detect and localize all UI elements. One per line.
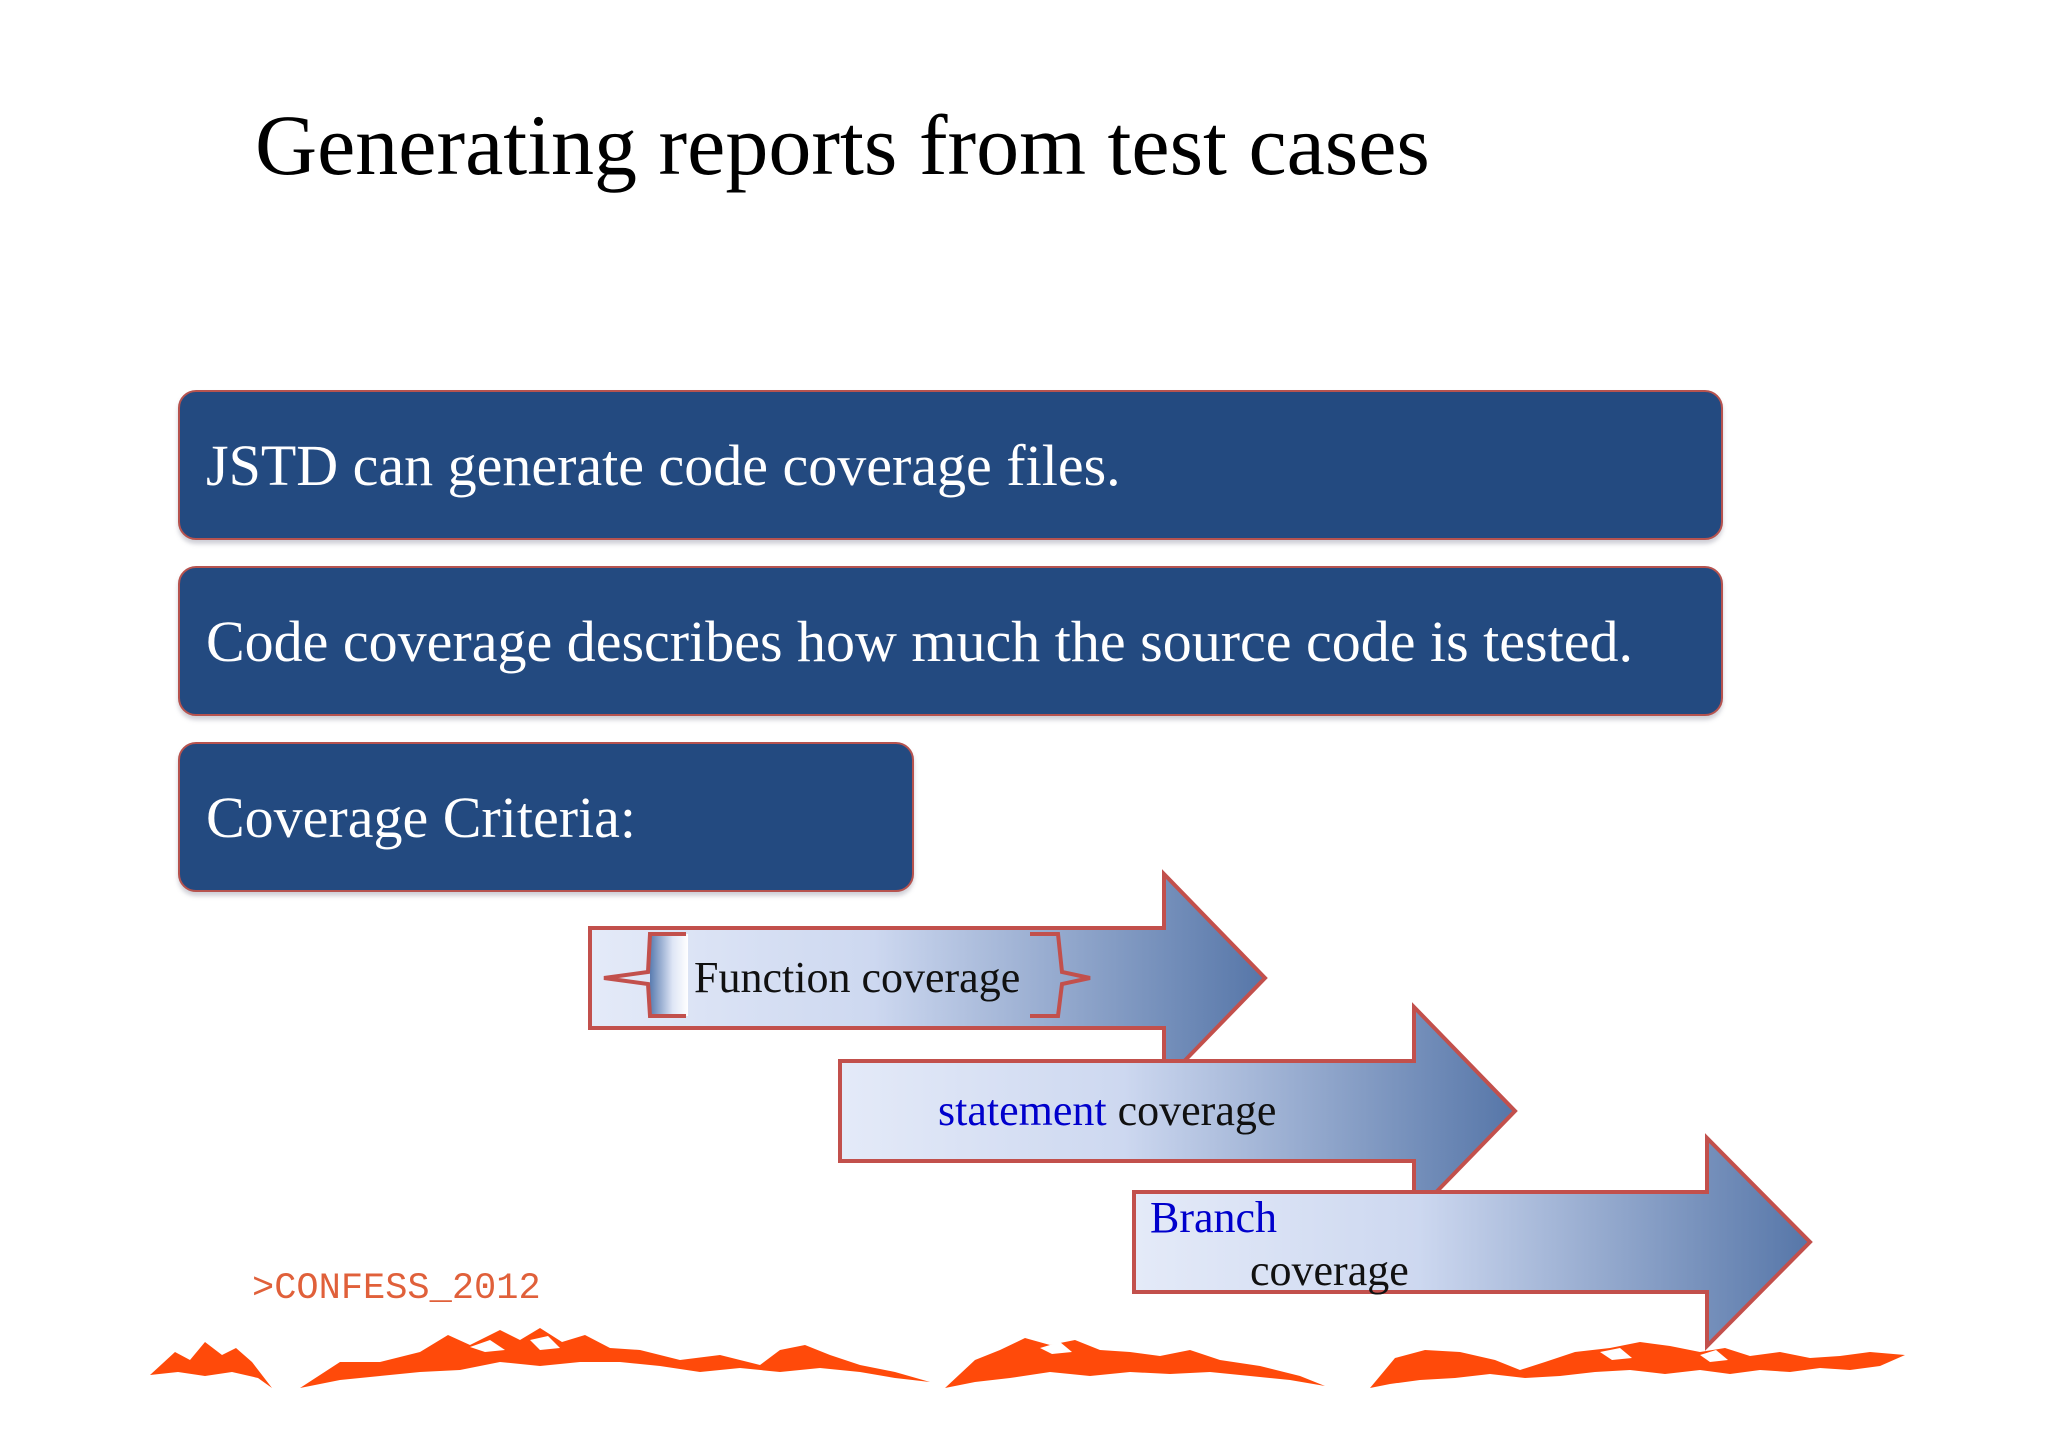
bullet-box-jstd: JSTD can generate code coverage files. — [178, 390, 1723, 540]
bullet-text: Code coverage describes how much the sou… — [206, 608, 1633, 674]
bullet-text: JSTD can generate code coverage files. — [206, 432, 1121, 498]
bullet-box-coverage-criteria: Coverage Criteria: — [178, 742, 914, 892]
statement-highlight: statement — [938, 1086, 1107, 1135]
bullet-text: Coverage Criteria: — [206, 784, 636, 850]
brace-decoration — [603, 932, 1091, 1018]
branch-highlight: Branch — [1150, 1193, 1278, 1242]
bullet-box-code-coverage: Code coverage describes how much the sou… — [178, 566, 1723, 716]
footer-conference-tag: >CONFESS_2012 — [252, 1268, 541, 1310]
statement-coverage-arrow — [838, 1002, 1518, 1220]
mountain-silhouettes — [150, 1328, 1905, 1388]
slide-title: Generating reports from test cases — [255, 97, 1430, 193]
function-coverage-arrow — [588, 869, 1268, 1087]
statement-coverage-label: statement coverage — [938, 1085, 1276, 1136]
mountain-snow-streaks — [470, 1336, 1728, 1362]
function-coverage-label: Function coverage — [694, 953, 1021, 1002]
branch-coverage-label: coverage — [1250, 1246, 1409, 1295]
branch-coverage-arrow — [1132, 1133, 1813, 1351]
statement-suffix: coverage — [1106, 1086, 1277, 1135]
